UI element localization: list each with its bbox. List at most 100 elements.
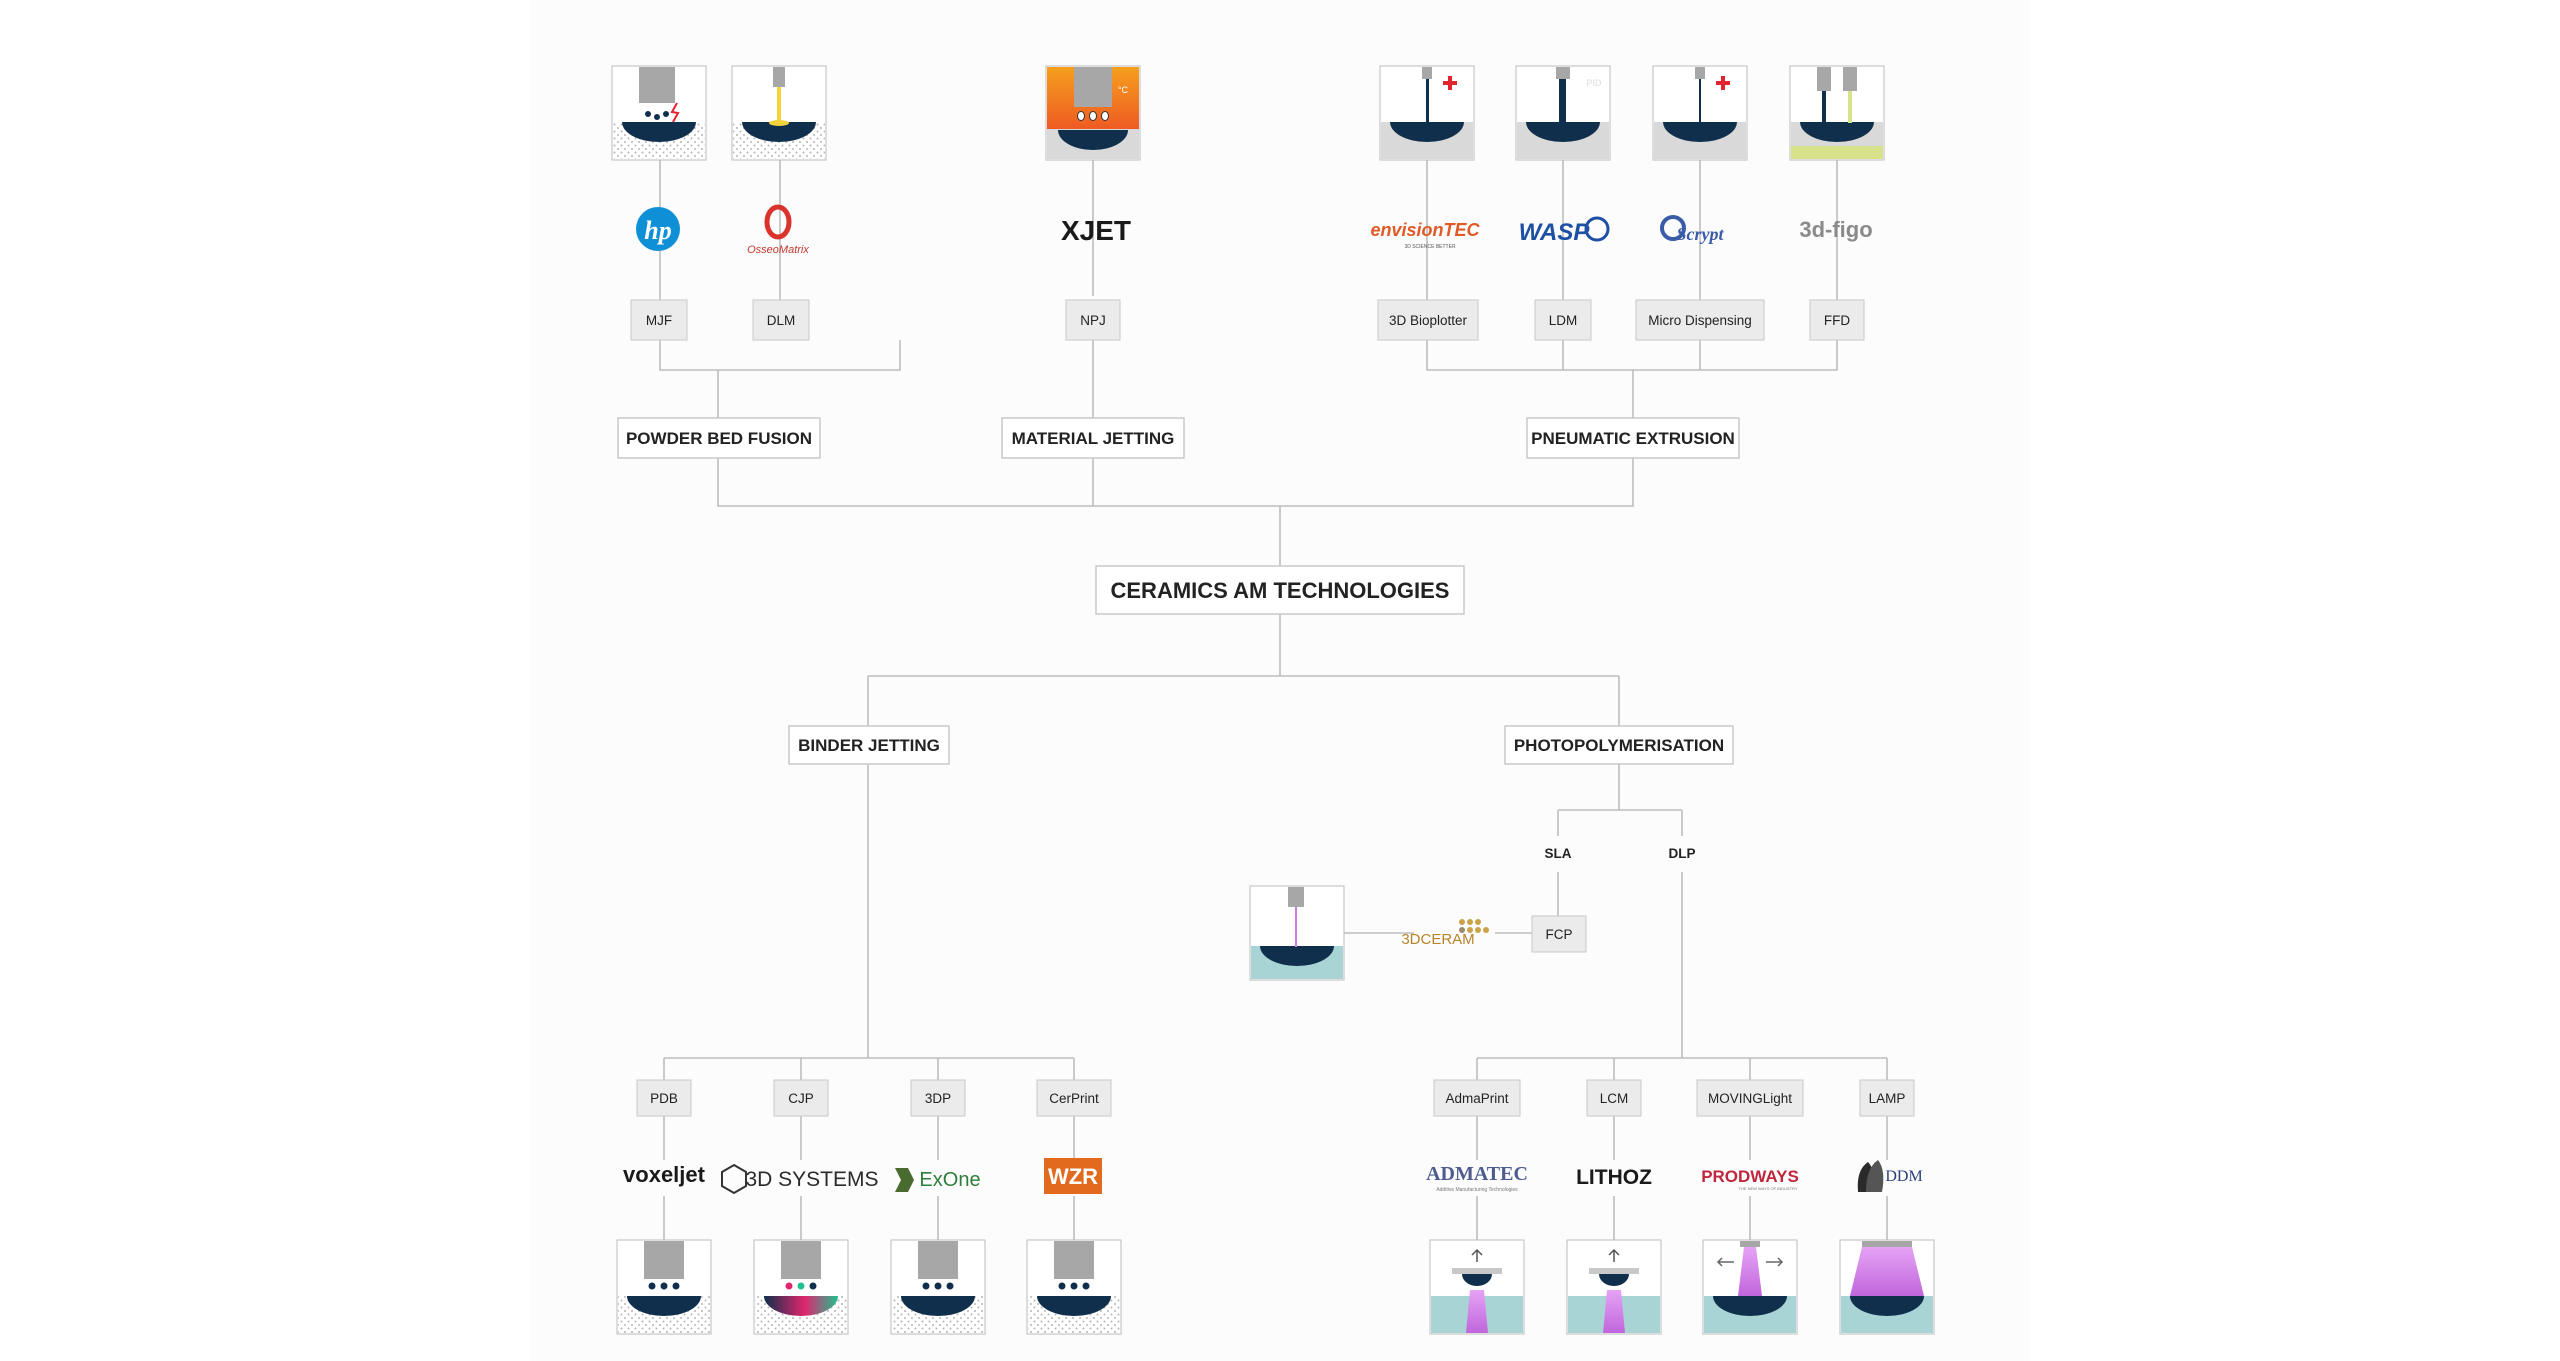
process-box-lcm: LCM: [1586, 1079, 1642, 1117]
svg-text:THE NEW WAYS OF INDUSTRY: THE NEW WAYS OF INDUSTRY: [1738, 1186, 1797, 1191]
process-label: Micro Dispensing: [1648, 313, 1752, 328]
process-box-ffd: FFD: [1809, 299, 1865, 341]
svg-text:Scrypt: Scrypt: [1677, 224, 1725, 244]
connector-lines: [659, 160, 1888, 1240]
process-label: MOVINGLight: [1708, 1091, 1792, 1106]
process-label: LDM: [1549, 313, 1578, 328]
svg-text:3D SCIENCE BETTER: 3D SCIENCE BETTER: [1404, 244, 1456, 250]
wasp-logo: WASP: [1519, 216, 1610, 246]
process-box-pdb: PDB: [636, 1079, 692, 1117]
admatec-logo: ADMATEC Additive Manufacturing Technolog…: [1426, 1163, 1528, 1193]
cerprint-process-icon: [1026, 1239, 1122, 1335]
bioplotter-process-icon: [1379, 65, 1475, 161]
process-label: FCP: [1546, 927, 1573, 942]
process-box-3d-bioplotter: 3D Bioplotter: [1377, 299, 1479, 341]
dlm-process-icon: [731, 65, 827, 161]
category-binder-jetting: BINDER JETTING: [788, 725, 950, 765]
svg-text:3D SYSTEMS: 3D SYSTEMS: [745, 1168, 878, 1191]
process-box-micro-dispensing: Micro Dispensing: [1635, 299, 1765, 341]
svg-text:XJET: XJET: [1061, 215, 1131, 246]
category-label: MATERIAL JETTING: [1012, 429, 1175, 448]
svg-text:LITHOZ: LITHOZ: [1576, 1166, 1652, 1189]
process-label: LCM: [1600, 1091, 1629, 1106]
osseomatrix-logo: OsseoMatrix: [747, 204, 809, 256]
svg-text:OsseoMatrix: OsseoMatrix: [747, 244, 809, 256]
process-box-3dp: 3DP: [910, 1079, 966, 1117]
npj-process-icon: °C: [1045, 65, 1141, 161]
voxeljet-logo: voxeljet: [623, 1162, 706, 1187]
svg-text:voxeljet: voxeljet: [623, 1162, 706, 1187]
lamp-process-icon: [1839, 1239, 1935, 1335]
category-label: PHOTOPOLYMERISATION: [1514, 736, 1724, 755]
dlp-label: DLP: [1669, 846, 1696, 861]
category-pneumatic-extrusion: PNEUMATIC EXTRUSION: [1526, 417, 1740, 459]
process-box-cerprint: CerPrint: [1036, 1079, 1112, 1117]
nscrypt-logo: Scrypt: [1660, 215, 1725, 244]
svg-text:envisionTEC: envisionTEC: [1370, 220, 1480, 240]
ffd-process-icon: [1789, 65, 1885, 161]
category-label: POWDER BED FUSION: [626, 429, 812, 448]
process-label: 3DP: [925, 1091, 951, 1106]
prodways-logo: PRODWAYS THE NEW WAYS OF INDUSTRY: [1701, 1167, 1799, 1191]
category-photopolymerisation: PHOTOPOLYMERISATION: [1504, 725, 1734, 765]
process-label: PDB: [650, 1091, 678, 1106]
svg-text:ADMATEC: ADMATEC: [1426, 1163, 1528, 1185]
process-label: CerPrint: [1049, 1091, 1099, 1106]
svg-text:DDM: DDM: [1885, 1168, 1922, 1185]
ddm-logo: DDM: [1857, 1160, 1923, 1192]
process-box-npj: NPJ: [1065, 299, 1121, 341]
svg-text:Additive Manufacturing Technol: Additive Manufacturing Technologies: [1436, 1187, 1518, 1193]
hp-logo: hp: [636, 207, 680, 251]
process-label: AdmaPrint: [1445, 1091, 1508, 1106]
root-node: CERAMICS AM TECHNOLOGIES: [1095, 565, 1465, 615]
svg-text:3DCERAM: 3DCERAM: [1401, 931, 1474, 948]
pdb-process-icon: [616, 1239, 712, 1335]
fcp-process-icon: [1249, 885, 1345, 981]
process-label: MJF: [646, 313, 672, 328]
micro-dispensing-process-icon: [1652, 65, 1748, 161]
process-label: CJP: [788, 1091, 814, 1106]
ldm-process-icon: PID: [1515, 65, 1611, 161]
svg-text:WASP: WASP: [1519, 219, 1591, 246]
process-box-admaprint: AdmaPrint: [1433, 1079, 1521, 1117]
process-box-mjf: MJF: [630, 299, 688, 341]
svg-text:PID: PID: [1586, 78, 1602, 88]
wzr-logo: WZR: [1044, 1158, 1102, 1194]
svg-text:WZR: WZR: [1048, 1164, 1098, 1189]
process-box-fcp: FCP: [1531, 915, 1587, 953]
process-box-movinglight: MOVINGLight: [1696, 1079, 1804, 1117]
cjp-process-icon: [753, 1239, 849, 1335]
process-label: LAMP: [1869, 1091, 1906, 1106]
root-label: CERAMICS AM TECHNOLOGIES: [1111, 578, 1450, 603]
process-box-cjp: CJP: [773, 1079, 829, 1117]
svg-text:hp: hp: [644, 216, 671, 245]
3dceram-logo: 3DCERAM: [1401, 919, 1489, 948]
lcm-process-icon: [1566, 1239, 1662, 1335]
process-box-lamp: LAMP: [1859, 1079, 1915, 1117]
process-label: NPJ: [1080, 313, 1106, 328]
lithoz-logo: LITHOZ: [1576, 1166, 1652, 1189]
3dp-process-icon: [890, 1239, 986, 1335]
movinglight-process-icon: [1702, 1239, 1798, 1335]
category-powder-bed-fusion: POWDER BED FUSION: [617, 417, 821, 459]
svg-text:°C: °C: [1118, 85, 1129, 95]
category-label: BINDER JETTING: [798, 736, 940, 755]
mjf-process-icon: [611, 65, 707, 161]
admaprint-process-icon: [1429, 1239, 1525, 1335]
exone-logo: ExOne: [895, 1168, 981, 1192]
3d-systems-logo: 3D SYSTEMS: [721, 1163, 879, 1195]
process-label: 3D Bioplotter: [1389, 313, 1468, 328]
3d-figo-logo: 3d-figo: [1799, 217, 1872, 242]
svg-text:PRODWAYS: PRODWAYS: [1701, 1167, 1799, 1186]
envisiontec-logo: envisionTEC 3D SCIENCE BETTER: [1370, 220, 1480, 250]
category-material-jetting: MATERIAL JETTING: [1001, 417, 1185, 459]
process-box-ldm: LDM: [1534, 299, 1592, 341]
svg-text:ExOne: ExOne: [919, 1169, 980, 1191]
process-label: FFD: [1824, 313, 1850, 328]
sla-label: SLA: [1545, 846, 1572, 861]
xjet-logo: XJET: [1061, 215, 1131, 246]
svg-text:3d-figo: 3d-figo: [1799, 217, 1872, 242]
process-label: DLM: [767, 313, 796, 328]
